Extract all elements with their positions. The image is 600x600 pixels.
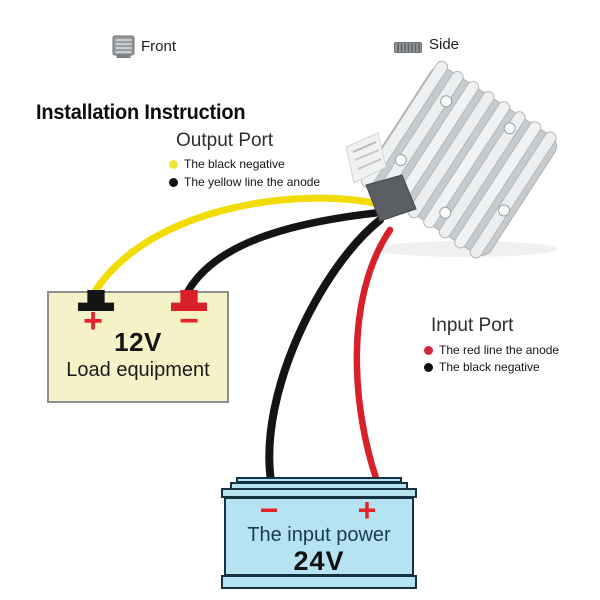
- yellow-output-wire: [90, 194, 386, 297]
- battery-plus-sign: +: [357, 492, 377, 528]
- load-label: Load equipment: [66, 359, 210, 381]
- load-minus-sign: −: [179, 302, 199, 340]
- page-title: Installation Instruction: [36, 101, 246, 124]
- device-shadow: [374, 241, 558, 257]
- front-view-icon: [112, 35, 135, 58]
- input-port-heading: Input Port: [431, 315, 514, 336]
- load-plus-sign: +: [83, 302, 103, 340]
- converter-photo: [345, 60, 558, 259]
- black-bullet-icon: [424, 362, 433, 372]
- black-output-wire: [183, 208, 388, 297]
- input-port-item: The red line the anode: [424, 343, 559, 357]
- red-bullet-icon: [424, 345, 433, 355]
- output-port-item: The yellow line the anode: [169, 175, 320, 189]
- battery-label: The input power: [247, 524, 391, 546]
- battery-box: − + The input power 24V: [221, 477, 417, 592]
- input-port-item: The black negative: [424, 360, 540, 374]
- battery-voltage: 24V: [293, 546, 345, 576]
- black-input-wire: [265, 216, 384, 485]
- battery-minus-sign: −: [259, 492, 279, 528]
- screw-holes: [394, 95, 516, 219]
- red-input-wire: [353, 226, 394, 485]
- front-view-label: Front: [141, 38, 177, 55]
- legend-text: The yellow line the anode: [184, 175, 321, 189]
- side-view-icon: [394, 42, 422, 53]
- battery-base: [221, 575, 417, 589]
- wire-connector-block: [365, 174, 417, 222]
- side-view-label: Side: [429, 36, 460, 53]
- heatsink-body: [361, 60, 558, 259]
- device-side-label: [345, 132, 387, 184]
- legend-text: The black negative: [184, 157, 285, 171]
- heatsink-fins: [361, 60, 557, 259]
- legend-text: The red line the anode: [439, 343, 560, 357]
- output-port-item: The black negative: [169, 157, 285, 171]
- yellow-bullet-icon: [169, 159, 178, 169]
- black-bullet-icon: [169, 177, 178, 187]
- load-voltage: 12V: [114, 327, 162, 357]
- output-port-heading: Output Port: [176, 130, 274, 151]
- load-box: + − 12V Load equipment: [47, 290, 229, 403]
- legend-text: The black negative: [439, 360, 540, 374]
